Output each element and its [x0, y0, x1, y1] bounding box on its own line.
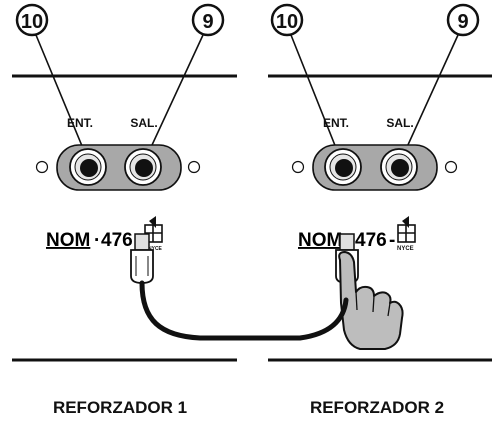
nom-number: 476 [101, 230, 133, 251]
nyce-tag: NYCE [397, 246, 414, 252]
input-port-label: ENT. [323, 116, 349, 130]
nyce-tag: NYCE [148, 246, 163, 252]
mounting-hole-left [291, 160, 305, 174]
mounting-hole-right [187, 160, 201, 174]
cable-plug-1 [130, 233, 154, 284]
booster-caption-1: REFORZADOR 1 [53, 398, 187, 417]
callout-number-10: 10 [276, 11, 298, 33]
callout-circle-10 [270, 3, 304, 37]
booster-panel-2: 10 9 ENT. SAL. NOM · 476 - [270, 3, 480, 417]
output-port-label: SAL. [386, 116, 413, 130]
nom-number: 476 [355, 230, 387, 251]
callout-circle-9 [446, 3, 480, 37]
nom-dash: - [389, 230, 395, 251]
output-connector[interactable] [124, 148, 162, 186]
output-connector[interactable] [380, 148, 418, 186]
input-connector[interactable] [69, 148, 107, 186]
leader-line-10 [290, 34, 341, 159]
nom-certification-mark: NOM · 476 - NYCE [298, 216, 416, 252]
callout-circle-9 [191, 3, 225, 37]
input-connector[interactable] [324, 148, 362, 186]
mounting-hole-left [35, 160, 49, 174]
nom-dot: · [94, 230, 100, 251]
callout-number-9: 9 [202, 11, 213, 33]
callout-number-9: 9 [457, 11, 468, 33]
callout-number-10: 10 [21, 11, 43, 33]
nom-prefix: NOM [298, 230, 342, 251]
hand-icon [338, 251, 404, 350]
nyce-logo-icon [397, 216, 416, 243]
input-port-label: ENT. [67, 116, 93, 130]
nom-prefix: NOM [46, 230, 90, 251]
booster-caption-2: REFORZADOR 2 [310, 398, 444, 417]
connection-cable [139, 280, 349, 341]
mounting-hole-right [444, 160, 458, 174]
output-port-label: SAL. [130, 116, 157, 130]
booster-panel-1: 10 9 ENT. SAL. NOM · 47 [15, 3, 225, 417]
leader-line-9 [145, 34, 204, 159]
callout-circle-10 [15, 3, 49, 37]
nom-certification-mark: NOM · 476 - NYCE [46, 216, 163, 252]
leader-line-9 [401, 34, 459, 159]
leader-line-10 [35, 34, 88, 159]
